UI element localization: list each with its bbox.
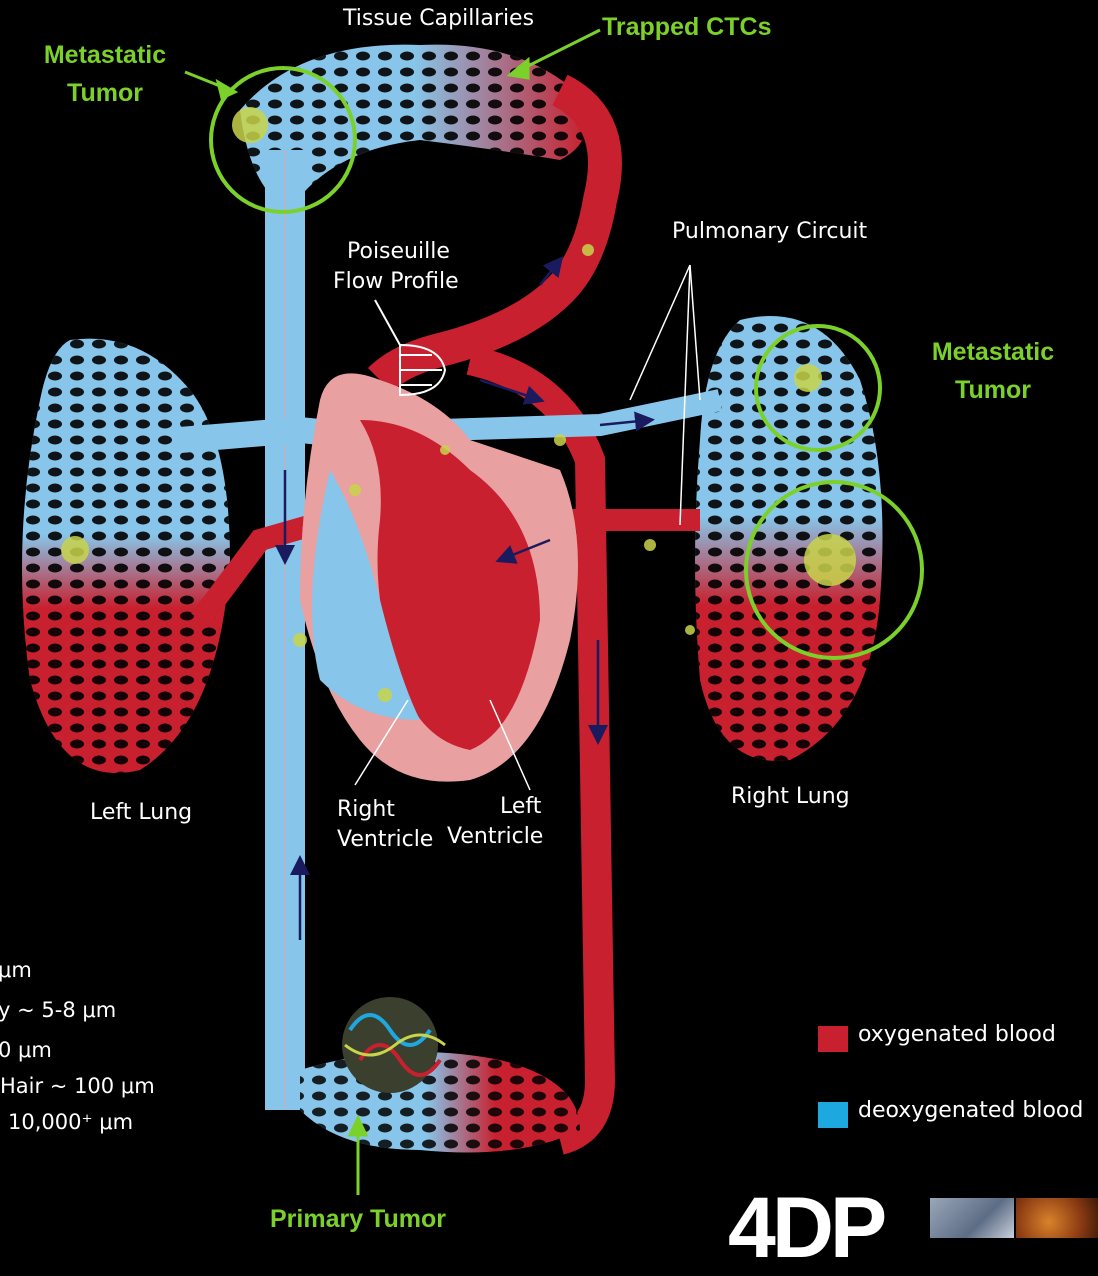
metastatic-tumor-tl-line1: Metastatic [30,36,180,74]
right-lung [695,316,883,761]
logo-image-device [930,1198,1014,1238]
left-ventricle-label-line1: Left [500,792,541,822]
logo-image-cell [1016,1198,1098,1238]
left-lung [22,339,230,774]
deoxygenated-swatch [818,1102,848,1128]
poiseuille-label-line2: Flow Profile [333,267,459,297]
left-ventricle-label-line2: Ventricle [447,822,543,852]
legend-label: oxygenated blood [858,1022,1056,1047]
tissue-capillaries-label: Tissue Capillaries [343,4,534,34]
scale-row: y ~ 5-8 μm [0,998,116,1022]
trapped-ctcs-label: Trapped CTCs [602,8,771,46]
metastatic-tumor-r-line1: Metastatic [918,333,1068,371]
left-lung-label: Left Lung [90,798,192,828]
right-ventricle-label-line2: Ventricle [337,825,433,855]
legend-label: deoxygenated blood [858,1098,1083,1123]
right-ventricle-label-line1: Right [337,795,395,825]
metastatic-tumor-r-line2: Tumor [918,371,1068,409]
scale-row: Hair ~ 100 μm [0,1074,155,1098]
logo: 4DP [728,1185,883,1271]
metastatic-tumor-tl-line2: Tumor [30,74,180,112]
primary-tumor-label: Primary Tumor [270,1200,446,1238]
scale-row: 10,000⁺ μm [8,1110,133,1134]
pulmonary-artery-right [440,400,720,430]
oxygenated-swatch [818,1026,848,1052]
pulmonary-circuit-label: Pulmonary Circuit [672,217,867,247]
size-scale-list: μm y ~ 5-8 μm 0 μm Hair ~ 100 μm 10,000⁺… [0,958,230,1148]
right-lung-label: Right Lung [731,782,850,812]
poiseuille-label-line1: Poiseuille [347,237,450,267]
scale-row: 0 μm [0,1038,52,1062]
scale-row: μm [0,958,32,982]
systemic-capillary-bed [300,1052,580,1153]
